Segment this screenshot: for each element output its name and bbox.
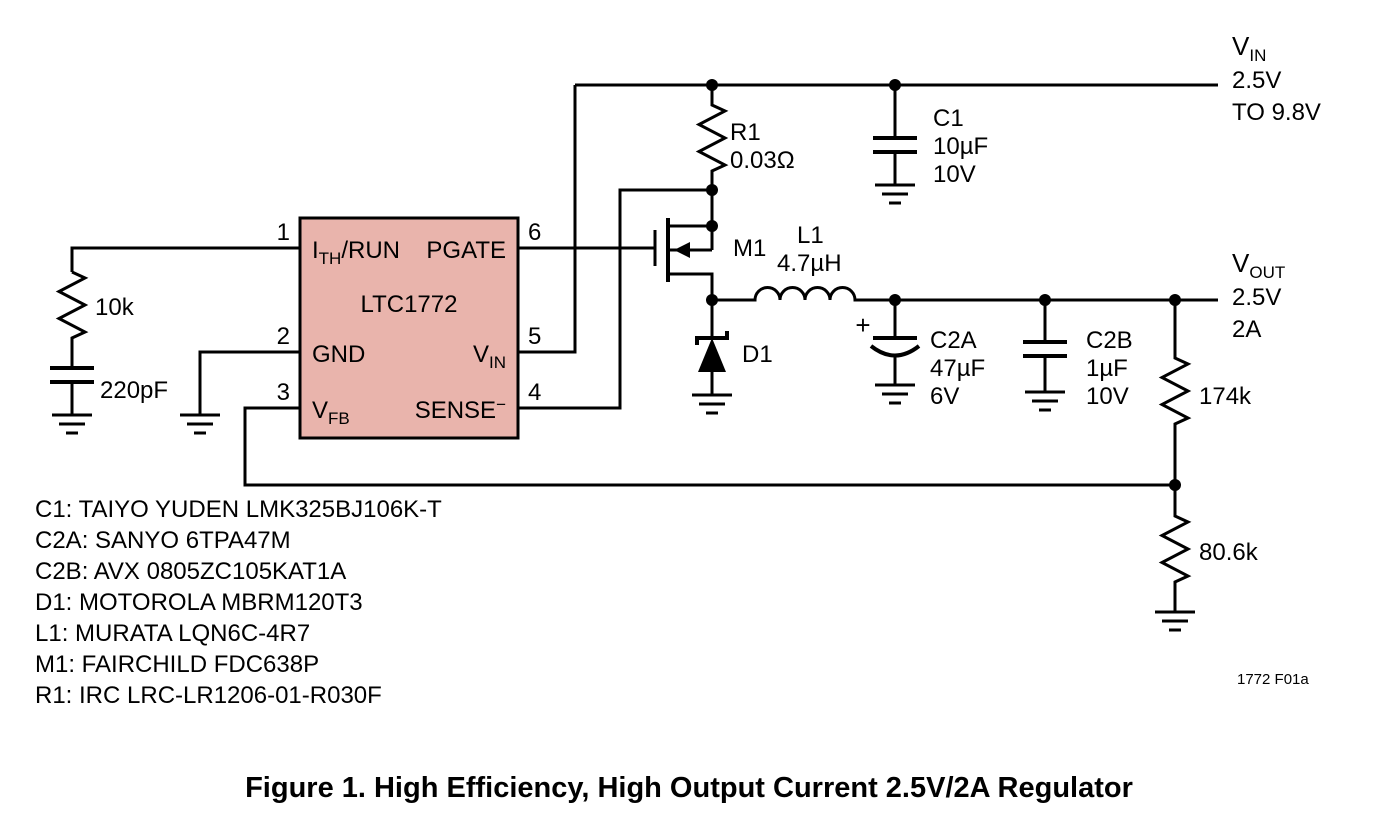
c2a-rating-label: 6V (930, 383, 959, 410)
feedback-bottom-resistor-label: 80.6k (1199, 539, 1259, 566)
comp-resistor-10k (55, 270, 89, 368)
comp-capacitor-label: 220pF (100, 377, 168, 404)
pin-label-ith-run: ITH/RUN (312, 237, 400, 268)
pin-label-vfb: VFB (312, 397, 350, 428)
feedback-top-resistor-label: 174k (1199, 383, 1252, 410)
c2a-capacitor (869, 300, 921, 385)
ground-symbol-c2b (1025, 390, 1065, 412)
ground-symbol-c1 (875, 183, 915, 205)
c2b-value-label: 1µF (1086, 355, 1128, 382)
d1-ref-label: D1 (742, 341, 773, 368)
feedback-resistor-80k6 (1158, 485, 1192, 612)
bom-line: D1: MOTOROLA MBRM120T3 (35, 589, 363, 616)
ground-symbol-comp (52, 413, 92, 435)
bom-line: C2B: AVX 0805ZC105KAT1A (35, 558, 346, 585)
figure-title: Figure 1. High Efficiency, High Output C… (245, 772, 1133, 804)
c2b-capacitor (1023, 300, 1067, 392)
pin-label-pgate: PGATE (426, 237, 506, 264)
pin1-number: 1 (277, 219, 290, 246)
ground-symbol-d1 (692, 393, 732, 415)
wire-ith-run (70, 246, 300, 272)
bill-of-materials: C1: TAIYO YUDEN LMK325BJ106K-T C2A: SANY… (35, 496, 442, 709)
pin-label-sense: SENSE− (415, 395, 506, 424)
vin-rail-label: VIN (1232, 31, 1266, 65)
junction-dot (1169, 479, 1181, 491)
figure-reference: 1772 F01a (1237, 671, 1309, 688)
c2a-value-label: 47µF (930, 355, 985, 382)
ground-symbol-gnd-pin (180, 413, 220, 435)
bom-line: L1: MURATA LQN6C-4R7 (35, 620, 310, 647)
c2b-rating-label: 10V (1086, 383, 1129, 410)
r1-ref-label: R1 (730, 119, 761, 146)
junction-dot (706, 79, 718, 91)
pin-label-gnd: GND (312, 341, 365, 368)
m1-mosfet (653, 190, 714, 300)
junction-dot (1169, 294, 1181, 306)
pin6-number: 6 (528, 219, 541, 246)
vin-rail-range: TO 9.8V (1232, 99, 1321, 126)
m1-ref-label: M1 (733, 235, 766, 262)
c2a-polarity-sign: + (855, 310, 870, 340)
c1-rating-label: 10V (933, 161, 976, 188)
bom-line: C2A: SANYO 6TPA47M (35, 527, 291, 554)
ground-symbol-c2a (875, 383, 915, 405)
vout-rail-label: VOUT (1232, 248, 1285, 282)
wire-vfb-feedback (243, 406, 1175, 487)
vin-rail-voltage: 2.5V (1232, 67, 1281, 94)
ic-part-number: LTC1772 (361, 291, 458, 318)
l1-ref-label: L1 (797, 222, 824, 249)
pin3-number: 3 (277, 379, 290, 406)
ground-symbol-fb (1155, 610, 1195, 632)
wire-vin-pin-to-rail (518, 85, 577, 354)
pin-label-vin: VIN (473, 341, 506, 372)
c1-capacitor (873, 85, 917, 185)
c2a-plate-bottom-curved (869, 344, 921, 358)
vout-rail-current: 2A (1232, 316, 1261, 343)
junction-dot (1039, 294, 1051, 306)
wire-gnd-pin (198, 350, 300, 415)
ic-ltc1772-body (298, 216, 520, 440)
junction-dot (889, 79, 901, 91)
m1-body-arrow (674, 242, 690, 258)
junction-dot (706, 294, 718, 306)
c1-value-label: 10µF (933, 133, 988, 160)
comp-resistor-label: 10k (95, 294, 135, 321)
pin2-number: 2 (277, 323, 290, 350)
r1-value-label: 0.03Ω (730, 147, 795, 174)
wire-sense (518, 188, 712, 410)
m1-source-terminal (668, 272, 714, 300)
junction-dot (706, 184, 718, 196)
c2a-ref-label: C2A (930, 327, 977, 354)
d1-anode-triangle (698, 338, 726, 372)
junction-dot (706, 220, 718, 232)
bom-line: R1: IRC LRC-LR1206-01-R030F (35, 682, 382, 709)
comp-capacitor-220pf (50, 366, 94, 415)
l1-value-label: 4.7µH (777, 250, 842, 277)
l1-inductor (712, 286, 895, 302)
junction-dot (889, 294, 901, 306)
c2b-ref-label: C2B (1086, 327, 1133, 354)
bom-line: M1: FAIRCHILD FDC638P (35, 651, 319, 678)
bom-line: C1: TAIYO YUDEN LMK325BJ106K-T (35, 496, 442, 523)
pin4-number: 4 (528, 379, 541, 406)
d1-diode (695, 300, 729, 395)
c1-ref-label: C1 (933, 105, 964, 132)
feedback-resistor-174k (1158, 300, 1192, 485)
r1-resistor (695, 85, 729, 190)
pin5-number: 5 (528, 323, 541, 350)
vout-rail-voltage: 2.5V (1232, 284, 1281, 311)
